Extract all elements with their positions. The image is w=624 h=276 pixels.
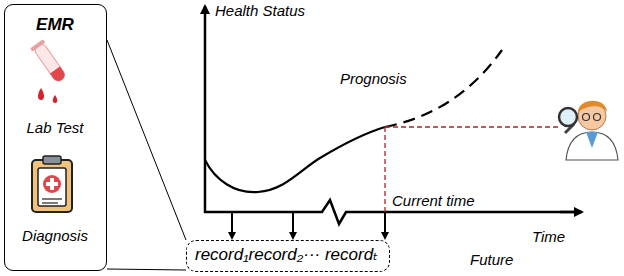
record-arrow [231, 212, 233, 238]
record-box: record₁record₂··· recordₜ [186, 240, 390, 272]
x-axis [204, 200, 578, 224]
record-arrow [384, 212, 386, 238]
blood-drop [38, 88, 44, 100]
curve-label: Prognosis [340, 70, 407, 87]
icon-label: Diagnosis [22, 227, 88, 244]
zoom-connector [107, 269, 186, 270]
axis-label: Health Status [215, 2, 305, 19]
zoom-connector [107, 40, 186, 240]
axis-label: Current time [392, 192, 475, 209]
blood-drop [53, 95, 58, 103]
x-axis-arrow [560, 211, 582, 214]
current-time-line [384, 127, 385, 212]
icon-label: Lab Test [27, 119, 84, 136]
note-label: Future [470, 251, 513, 268]
panel-heading: EMR [36, 15, 74, 35]
doctor-icon [559, 101, 618, 160]
prognosis-curve [385, 50, 502, 127]
health-curve [205, 127, 385, 192]
axis-label: Time [532, 228, 565, 245]
clipboard-icon [32, 156, 72, 212]
record-sequence: record₁record₂··· recordₜ [195, 245, 381, 265]
record-arrow [292, 212, 294, 238]
emr-panel: EMR Lab TestDiagnosis [4, 4, 107, 271]
test-tube-icon [30, 39, 68, 84]
observer-line [385, 126, 560, 127]
y-axis [204, 6, 207, 213]
